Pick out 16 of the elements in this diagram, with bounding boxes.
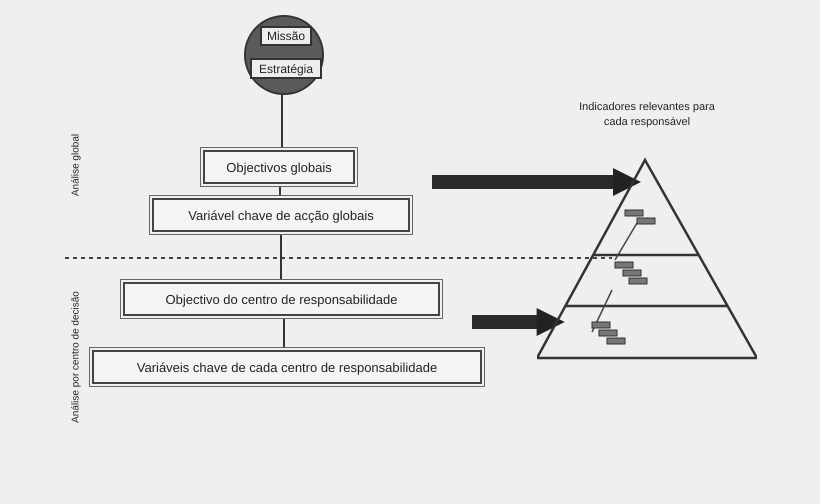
connector-line <box>281 95 283 147</box>
text-box: Estratégia <box>250 58 322 79</box>
chevron-arrow <box>432 168 641 196</box>
side-label: Análise por centro de decisão <box>70 290 82 425</box>
text-box: Missão <box>260 26 312 46</box>
chevron-arrow <box>472 308 565 336</box>
text-box: Objectivo do centro de responsabilidade <box>123 282 440 316</box>
pyramid-heading: Indicadores relevantes para cada responsável <box>578 100 716 130</box>
connector-line <box>279 187 281 195</box>
text-box: Variável chave de acção globais <box>152 198 410 232</box>
side-label: Análise global <box>70 132 82 198</box>
text-box: Objectivos globais <box>203 150 355 184</box>
text-box: Variáveis chave de cada centro de responsabilidade <box>92 350 482 384</box>
pyramid <box>537 100 757 360</box>
connector-line <box>283 319 285 347</box>
connector-line <box>280 235 282 279</box>
